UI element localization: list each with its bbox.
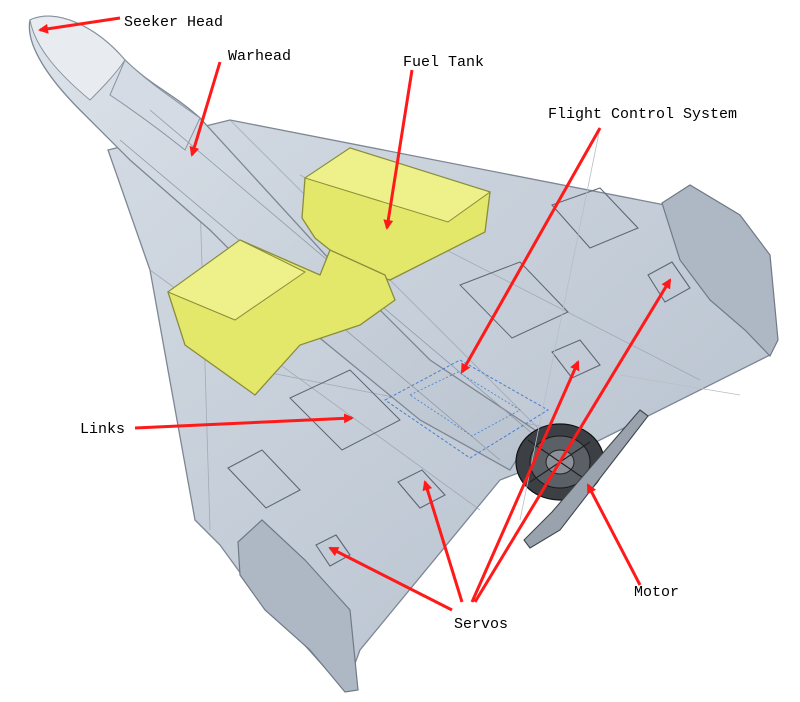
arrow-warhead bbox=[189, 61, 222, 157]
bay-left-winglet-servo bbox=[315, 534, 351, 567]
bay-left-servo bbox=[397, 469, 446, 509]
bay-mid-servo bbox=[551, 339, 601, 379]
wing-panel-lines bbox=[149, 119, 701, 531]
label-servos: Servos bbox=[454, 616, 508, 633]
arrow-servo-2 bbox=[470, 360, 580, 603]
warhead-section bbox=[109, 59, 201, 151]
arrow-servo-3 bbox=[422, 480, 464, 603]
arrow-seeker-head bbox=[38, 16, 121, 34]
arrow-servo-1 bbox=[473, 278, 672, 603]
label-warhead: Warhead bbox=[228, 48, 291, 65]
airframe bbox=[28, 15, 779, 693]
arrow-servo-4 bbox=[328, 546, 453, 612]
label-links: Links bbox=[80, 421, 125, 438]
left-winglet bbox=[237, 519, 359, 693]
thin-leaders bbox=[519, 127, 741, 521]
fuel-tank-upper-top bbox=[303, 147, 492, 223]
annotation-labels: Seeker Head Warhead Fuel Tank Flight Con… bbox=[80, 14, 737, 633]
bay-right-servo bbox=[647, 261, 691, 303]
label-flight-control-system: Flight Control System bbox=[548, 106, 737, 123]
flight-control-board bbox=[384, 359, 549, 459]
bay-right-aft bbox=[551, 187, 639, 249]
label-motor: Motor bbox=[634, 584, 679, 601]
right-winglet bbox=[661, 184, 779, 358]
label-fuel-tank: Fuel Tank bbox=[403, 54, 484, 71]
annotation-arrows bbox=[38, 16, 672, 612]
label-seeker-head: Seeker Head bbox=[124, 14, 223, 31]
arrow-fuel-tank bbox=[383, 69, 414, 230]
bay-left bbox=[289, 369, 401, 451]
seeker-nose bbox=[29, 15, 126, 101]
bay-mid-right bbox=[459, 261, 569, 339]
bay-left-aft bbox=[227, 449, 301, 509]
arrow-motor bbox=[586, 483, 642, 586]
arrow-links bbox=[134, 413, 354, 430]
fuel-tank-lower-top bbox=[166, 239, 306, 321]
propeller bbox=[523, 409, 649, 549]
flight-control-board-inner bbox=[409, 371, 521, 437]
arrow-flight-control bbox=[460, 127, 602, 374]
